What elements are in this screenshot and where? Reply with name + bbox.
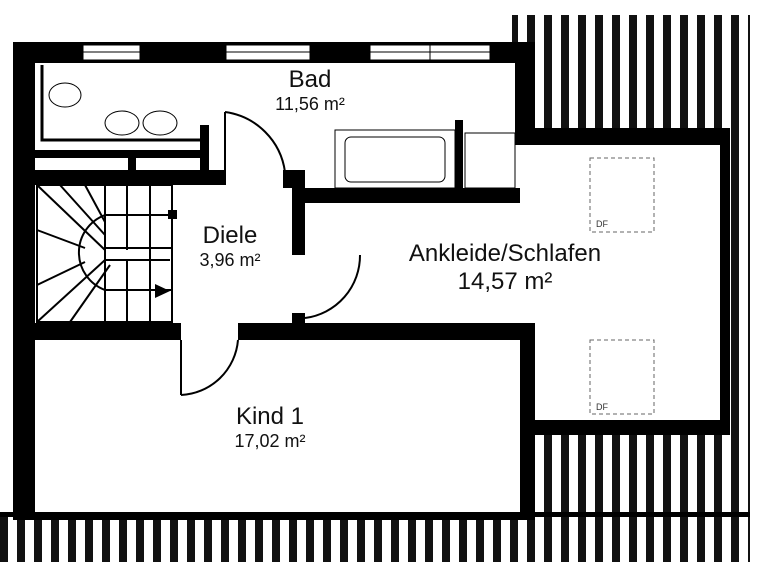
stair-direction-arrow xyxy=(155,284,170,298)
door-swing xyxy=(304,254,362,319)
room-name: Bad xyxy=(288,66,332,93)
room-diele: Diele 3,96 m² xyxy=(165,222,295,271)
skylights xyxy=(589,157,655,415)
toilet-icon xyxy=(48,82,82,108)
room-name: Diele xyxy=(202,222,258,249)
roof-slope-bottom xyxy=(0,512,520,562)
bathtub-icon xyxy=(334,129,456,189)
door-swing xyxy=(180,339,239,396)
room-kind-1: Kind 1 17,02 m² xyxy=(190,403,350,452)
shower-icon xyxy=(464,132,516,189)
room-area: 3,96 m² xyxy=(199,250,261,270)
room-area: 11,56 m² xyxy=(275,94,345,114)
sink-icon xyxy=(142,110,178,136)
door-swing xyxy=(224,111,286,173)
room-area: 17,02 m² xyxy=(234,431,306,451)
skylight-label: DF xyxy=(596,219,608,229)
staircase xyxy=(36,184,173,323)
sink-icon xyxy=(104,110,140,136)
windows xyxy=(82,44,491,61)
room-name: Ankleide/Schlafen xyxy=(408,240,602,267)
room-name: Kind 1 xyxy=(235,403,305,430)
room-area: 14,57 m² xyxy=(457,268,553,295)
room-ankleide-schlafen: Ankleide/Schlafen 14,57 m² xyxy=(360,240,650,296)
bathroom-fixtures xyxy=(40,65,516,396)
skylight-label: DF xyxy=(596,402,608,412)
room-bad: Bad 11,56 m² xyxy=(240,66,380,115)
